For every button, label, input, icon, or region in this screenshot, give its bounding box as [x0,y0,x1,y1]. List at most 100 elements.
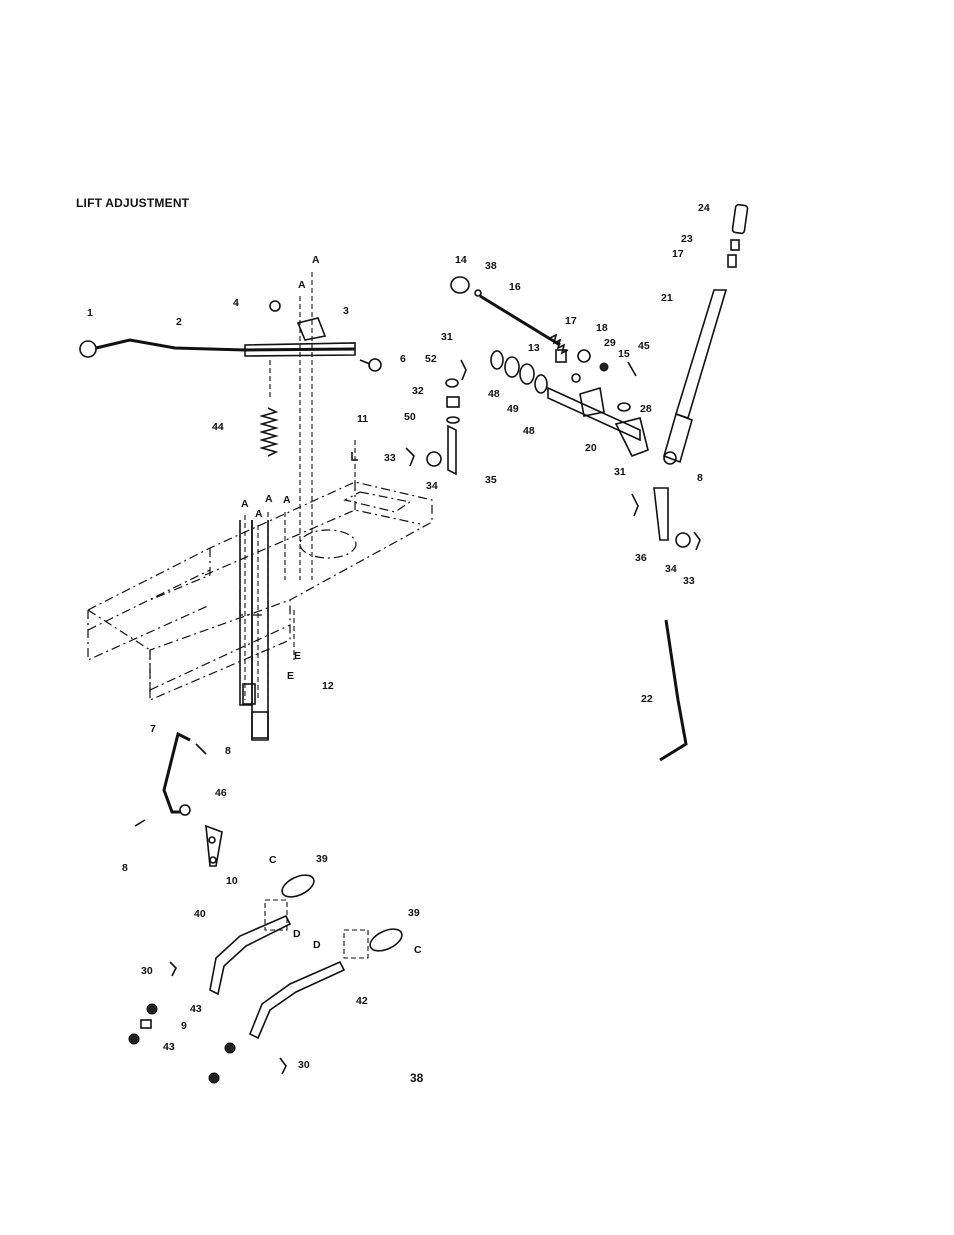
part-16-threaded-rod [480,296,560,345]
part-8-pin-upper [196,744,206,754]
axis-marker-a: A [255,508,263,520]
axis-marker-c: C [414,944,422,956]
callout-34: 34 [665,563,677,575]
callout-2: 2 [176,316,182,328]
callout-9: 9 [181,1020,187,1032]
part-44-spring [262,408,276,456]
axis-marker-a: A [265,493,273,505]
callout-35: 35 [485,474,497,486]
part-39-plate-upper [279,871,317,902]
axis-marker-a: A [312,254,320,266]
callout-43: 43 [163,1041,175,1053]
part-43-nut-lower [129,1034,139,1044]
part-28-bushing [618,403,630,411]
part-43-nut-arm-a [225,1043,235,1053]
part-33-clip-right [694,532,700,550]
part-31-clip-upper [461,360,466,380]
part-39-plate-lower [367,925,405,956]
part-22-rod [660,620,686,760]
part-23-ferrule [731,240,739,250]
callout-15: 15 [618,348,630,360]
part-40-lift-arm [210,900,290,994]
callout-31: 31 [614,466,626,478]
part-48-bushing-right [535,375,547,393]
axis-marker-e: E [294,650,301,662]
callout-34: 34 [426,480,438,492]
callout-39: 39 [408,907,420,919]
part-14-knob [451,277,469,293]
part-33-clip-left [406,448,414,466]
part-1-knob [80,341,96,357]
callout-18: 18 [596,322,608,334]
part-9-bolt [141,1020,151,1028]
callout-36: 36 [635,552,647,564]
axis-marker-d: D [313,939,321,951]
callout-29: 29 [604,337,616,349]
callout-8: 8 [122,862,128,874]
part-4-washer [270,301,280,311]
part-32-block [447,397,459,407]
callout-3: 3 [343,305,349,317]
callout-50: 50 [404,411,416,423]
callout-21: 21 [661,292,673,304]
part-8-pin-lower [135,820,145,826]
callout-24: 24 [698,202,710,214]
callout-30: 30 [141,965,153,977]
callout-43: 43 [190,1003,202,1015]
part-7-bent-rod [164,734,190,812]
callout-13: 13 [528,342,540,354]
part-34-washer-right [676,533,690,547]
part-29-washer [572,374,580,382]
callout-31: 31 [441,331,453,343]
callout-16: 16 [509,281,521,293]
part-2-lift-rod [96,340,355,356]
callout-49: 49 [507,403,519,415]
part-18-washer [578,350,590,362]
part-42-lift-arm [250,930,368,1038]
callout-28: 28 [640,403,652,415]
callout-46: 46 [215,787,227,799]
callout-40: 40 [194,908,206,920]
part-12-lift-links [240,520,268,740]
part-15-nut [600,363,608,371]
part-30-clip-lower [280,1058,286,1074]
callout-12: 12 [322,680,334,692]
callout-42: 42 [356,995,368,1007]
part-36-link [654,488,668,540]
callout-1: 1 [87,307,93,319]
callout-48: 48 [523,425,535,437]
callout-14: 14 [455,254,467,266]
callout-6: 6 [400,353,406,365]
axis-marker-a: A [298,279,306,291]
part-30-clip-upper [170,962,176,976]
callout-32: 32 [412,385,424,397]
part-38-washer [475,290,481,296]
axis-marker-c: C [269,854,277,866]
callout-23: 23 [681,233,693,245]
alignment-lines [245,272,355,700]
part-17-spring-top [728,255,736,267]
callout-layer: 1234644111278468103940394230439433014381… [87,202,710,1071]
callout-39: 39 [316,853,328,865]
part-43-nut-upper [147,1004,157,1014]
callout-20: 20 [585,442,597,454]
part-46-washer [180,805,190,815]
part-10-link [206,826,222,866]
part-52-nut [446,379,458,387]
part-20-lift-shaft [548,388,648,456]
callout-8: 8 [225,745,231,757]
callout-33: 33 [683,575,695,587]
callout-11: 11 [357,413,368,425]
axis-marker-d: D [293,928,301,940]
callout-17: 17 [672,248,684,260]
callout-17: 17 [565,315,577,327]
callout-8: 8 [697,472,703,484]
callout-7: 7 [150,723,156,735]
callout-48: 48 [488,388,500,400]
axis-marker-a: A [283,494,291,506]
axis-marker-a: A [241,498,249,510]
callout-45: 45 [638,340,650,352]
callout-4: 4 [233,297,239,309]
part-49-bearings [505,357,534,384]
